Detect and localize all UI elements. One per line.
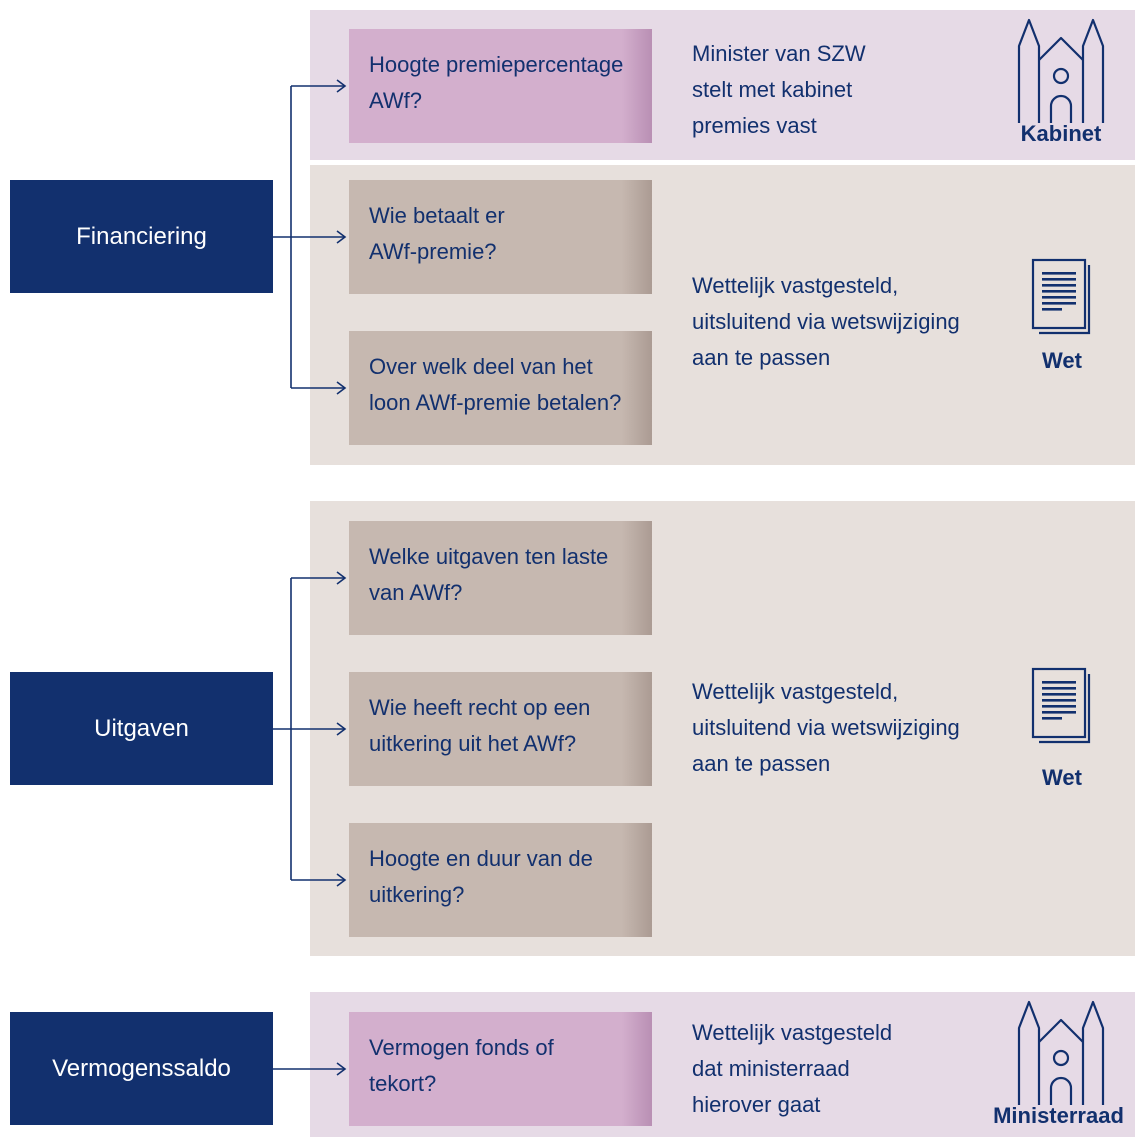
description-line: uitsluitend via wetswijziging — [692, 309, 960, 334]
question-line: van AWf? — [369, 580, 463, 605]
description-line: Wettelijk vastgesteld, — [692, 679, 899, 704]
description-line: uitsluitend via wetswijziging — [692, 715, 960, 740]
question-box-premiepercentage: Hoogte premiepercentage AWf? — [349, 29, 652, 143]
description-line: stelt met kabinet — [692, 77, 853, 102]
category-financiering: Financiering — [10, 180, 273, 293]
question-box-hoogte-duur: Hoogte en duur van de uitkering? — [349, 823, 652, 937]
question-line: Hoogte premiepercentage — [369, 52, 624, 77]
authority-label-ministerraad: Ministerraad — [993, 1103, 1124, 1128]
description-line: dat ministerraad — [692, 1056, 850, 1081]
category-vermogenssaldo: Vermogenssaldo — [10, 1012, 273, 1125]
question-box-deel-loon: Over welk deel van het loon AWf-premie b… — [349, 331, 652, 445]
question-line: uitkering? — [369, 882, 465, 907]
category-label: Financiering — [76, 222, 207, 250]
description-ministerraad: Wettelijk vastgesteld dat ministerraad h… — [692, 1015, 1002, 1123]
category-label: Uitgaven — [94, 714, 189, 742]
question-line: Welke uitgaven ten laste — [369, 544, 609, 569]
description-kabinet: Minister van SZW stelt met kabinet premi… — [692, 36, 1002, 144]
question-line: loon AWf-premie betalen? — [369, 390, 622, 415]
description-line: hierover gaat — [692, 1092, 821, 1117]
description-wet-uitgaven: Wettelijk vastgesteld, uitsluitend via w… — [692, 674, 1002, 782]
authority-label-wet: Wet — [1042, 765, 1082, 790]
building-icon — [1017, 18, 1105, 123]
document-icon — [1031, 258, 1091, 335]
description-line: Wettelijk vastgesteld — [692, 1020, 893, 1045]
authority-label-kabinet: Kabinet — [1020, 121, 1102, 146]
question-box-wie-betaalt: Wie betaalt er AWf-premie? — [349, 180, 652, 294]
question-box-uitgaven-ten-laste: Welke uitgaven ten laste van AWf? — [349, 521, 652, 635]
description-wet-financiering: Wettelijk vastgesteld, uitsluitend via w… — [692, 268, 1002, 376]
question-line: Vermogen fonds of — [369, 1035, 554, 1060]
description-line: Wettelijk vastgesteld, — [692, 273, 899, 298]
category-uitgaven: Uitgaven — [10, 672, 273, 785]
question-box-recht-op-uitkering: Wie heeft recht op een uitkering uit het… — [349, 672, 652, 786]
authority-label-wet: Wet — [1042, 348, 1082, 373]
description-line: premies vast — [692, 113, 817, 138]
question-line: AWf? — [369, 88, 422, 113]
question-line: Wie betaalt er — [369, 203, 505, 228]
document-icon — [1031, 667, 1091, 744]
question-box-vermogen: Vermogen fonds of tekort? — [349, 1012, 652, 1126]
description-line: Minister van SZW — [692, 41, 866, 66]
description-line: aan te passen — [692, 345, 831, 370]
question-line: Wie heeft recht op een — [369, 695, 591, 720]
description-line: aan te passen — [692, 751, 831, 776]
question-line: uitkering uit het AWf? — [369, 731, 577, 756]
question-line: AWf-premie? — [369, 239, 497, 264]
band-divider — [310, 160, 1135, 165]
question-line: Over welk deel van het — [369, 354, 593, 379]
question-line: tekort? — [369, 1071, 437, 1096]
building-icon — [1017, 1000, 1105, 1105]
category-label: Vermogenssaldo — [52, 1054, 231, 1082]
question-line: Hoogte en duur van de — [369, 846, 593, 871]
